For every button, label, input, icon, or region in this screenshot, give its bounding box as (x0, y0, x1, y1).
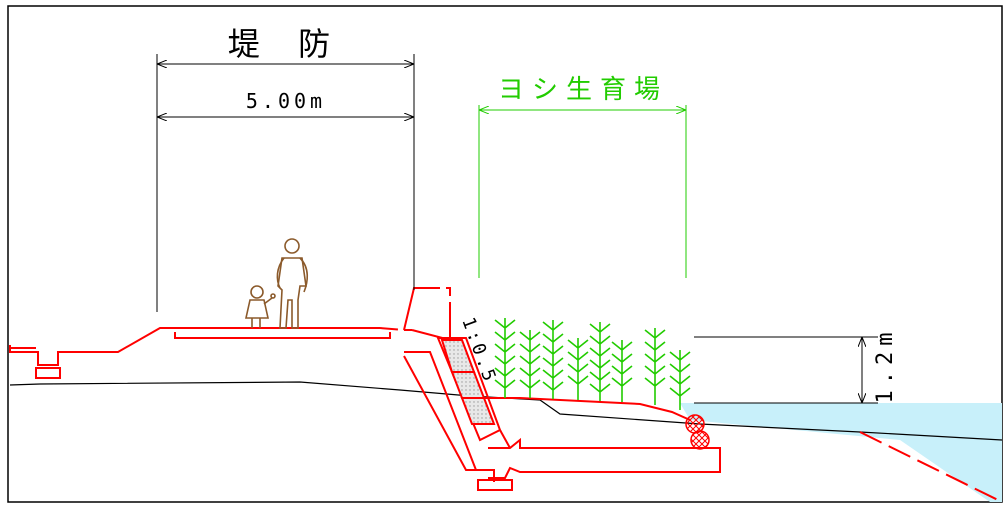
reed-zone-title: ヨシ生育場 (498, 75, 668, 105)
embankment-title: 堤 防 (228, 25, 344, 63)
water-area (680, 403, 1002, 502)
embankment-dimension (156, 54, 415, 312)
embankment-width-label: 5.00m (246, 89, 326, 113)
reed-stem (519, 330, 541, 398)
reed-stem (494, 318, 516, 398)
frame-border (7, 5, 1003, 503)
underwater-slope-line (859, 431, 1003, 503)
embankment-structure (9, 287, 451, 379)
gabion-icon (685, 414, 710, 450)
adult-and-child-figures-icon (245, 238, 309, 329)
revetment-slope (403, 337, 513, 491)
reed-stem (567, 338, 589, 400)
reed-bed-structure (485, 397, 721, 479)
reed-stem (542, 320, 564, 399)
height-dimension (694, 336, 878, 404)
reed-stem (669, 350, 691, 410)
height-label: 1.2m (873, 327, 898, 404)
reed-stem (611, 340, 633, 402)
reed-plant-icon (494, 318, 691, 410)
reed-stem (589, 322, 611, 401)
reed-stem (644, 328, 666, 405)
reed-zone-dimension (478, 105, 687, 278)
